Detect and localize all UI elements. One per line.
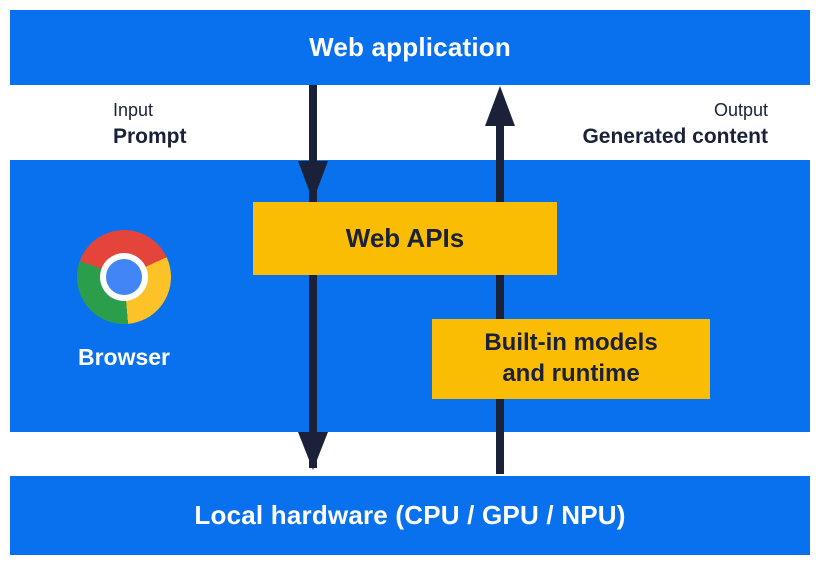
annotation-output: Output Generated content xyxy=(582,99,768,150)
builtin-models-box: Built-in models and runtime xyxy=(432,319,710,399)
web-application-label: Web application xyxy=(309,32,511,62)
builtin-models-label-line1: Built-in models xyxy=(484,329,658,357)
browser-label: Browser xyxy=(77,344,171,370)
browser-group: Browser xyxy=(64,230,184,371)
layer-web-application: Web application xyxy=(10,10,810,85)
annotation-input: Input Prompt xyxy=(113,99,187,150)
chrome-logo-icon xyxy=(77,230,171,324)
input-label: Prompt xyxy=(113,124,187,148)
output-label: Generated content xyxy=(582,124,768,148)
web-apis-label: Web APIs xyxy=(345,223,465,253)
layer-local-hardware: Local hardware (CPU / GPU / NPU) xyxy=(10,476,810,555)
chrome-logo-center xyxy=(106,259,142,295)
builtin-models-label-line2: and runtime xyxy=(502,360,640,387)
input-caption: Input xyxy=(113,100,154,120)
web-apis-box: Web APIs xyxy=(253,202,557,275)
output-caption: Output xyxy=(713,100,768,120)
local-hardware-label: Local hardware (CPU / GPU / NPU) xyxy=(194,500,626,530)
